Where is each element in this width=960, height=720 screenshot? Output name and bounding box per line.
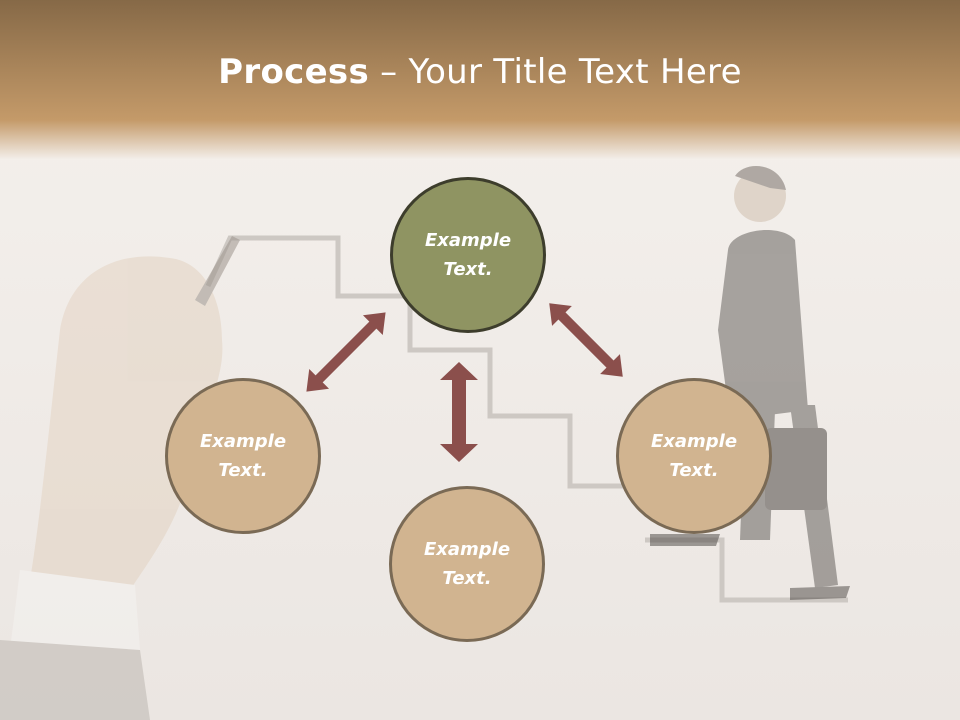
arrow-top-left	[306, 312, 386, 392]
title-rest: – Your Title Text Here	[369, 52, 742, 92]
process-node-bottom: Example Text.	[389, 486, 545, 642]
node-bottom-line2: Text.	[442, 568, 492, 589]
process-node-top: Example Text.	[390, 177, 546, 333]
title-bold: Process	[218, 52, 370, 92]
node-left-line2: Text.	[218, 460, 268, 481]
node-bottom-line1: Example	[423, 539, 511, 560]
node-right-line1: Example	[650, 431, 738, 452]
arrow-top-bottom	[440, 362, 478, 462]
businessman-illustration	[650, 165, 850, 600]
slide-title: Process – Your Title Text Here	[0, 52, 960, 92]
arrow-top-right	[549, 303, 623, 377]
node-top-line2: Text.	[443, 259, 493, 280]
node-left-line1: Example	[199, 431, 287, 452]
hand-illustration	[0, 236, 240, 720]
process-node-left: Example Text.	[165, 378, 321, 534]
node-top-line1: Example	[424, 230, 512, 251]
node-right-line2: Text.	[669, 460, 719, 481]
process-node-right: Example Text.	[616, 378, 772, 534]
